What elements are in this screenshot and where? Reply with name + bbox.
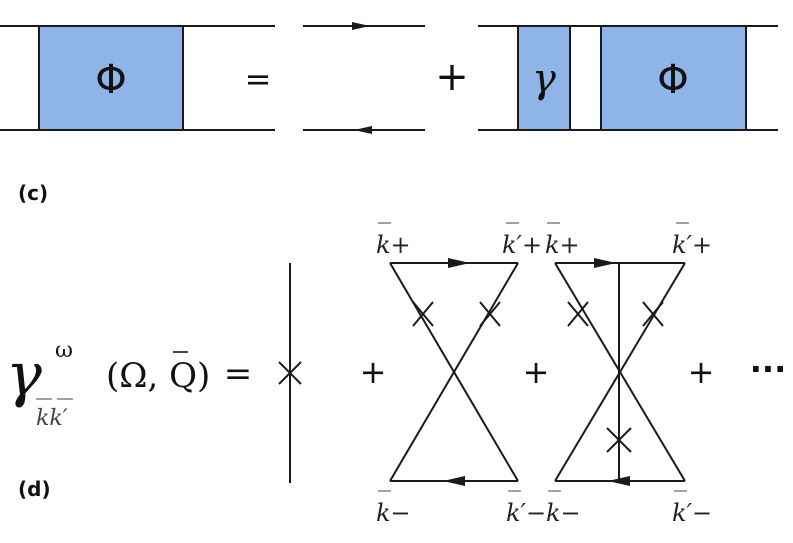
panel-label-c: (c) <box>18 181 49 205</box>
arrow-right-icon <box>594 258 616 268</box>
equals-sign-d: = <box>224 354 253 394</box>
plus-sign-d2: + <box>523 353 550 391</box>
gamma-vertex-symbol: γ <box>6 340 42 410</box>
crossed-diagram-2 <box>554 262 686 482</box>
crossed-diagram-1 <box>389 262 519 482</box>
momentum-label-kprime-plus: k′+ <box>672 231 712 259</box>
kk-subscript: kk′ <box>36 406 68 431</box>
momentum-label-kprime-minus: k′− <box>672 499 712 527</box>
momentum-label-k-minus: k− <box>546 499 581 527</box>
plus-sign-d3: + <box>688 353 715 391</box>
arrow-left-icon <box>443 476 465 486</box>
arrow-left-icon <box>354 126 372 134</box>
equals-sign-top: = <box>245 60 272 98</box>
momentum-label-k-plus: k+ <box>376 231 411 259</box>
plus-sign-top: + <box>435 54 469 100</box>
momentum-label-k-minus: k− <box>376 499 411 527</box>
phi-symbol-rhs: Φ <box>657 57 688 103</box>
arrow-left-icon <box>608 476 630 486</box>
plus-sign-d1: + <box>360 353 387 391</box>
phi-box-rhs <box>600 25 747 131</box>
phi-symbol-lhs: Φ <box>95 57 126 103</box>
phi-box-lhs <box>38 25 184 131</box>
top-equation <box>0 25 778 131</box>
gamma-box <box>517 25 571 131</box>
bare-vertex-term <box>278 263 302 483</box>
momentum-label-kprime-plus: k′+ <box>502 231 542 259</box>
gamma-symbol: γ <box>532 56 556 102</box>
arrow-right-icon <box>352 22 370 30</box>
ellipsis: ··· <box>750 350 786 388</box>
arrow-right-icon <box>448 258 470 268</box>
momentum-label-k-plus: k+ <box>545 231 580 259</box>
momentum-label-kprime-minus: k′− <box>506 499 546 527</box>
momentum-vector-arrows <box>378 222 689 492</box>
panel-label-d: (d) <box>18 477 51 501</box>
lhs-arguments: (Ω, Q) <box>106 356 210 396</box>
omega-superscript: ω <box>55 338 73 363</box>
